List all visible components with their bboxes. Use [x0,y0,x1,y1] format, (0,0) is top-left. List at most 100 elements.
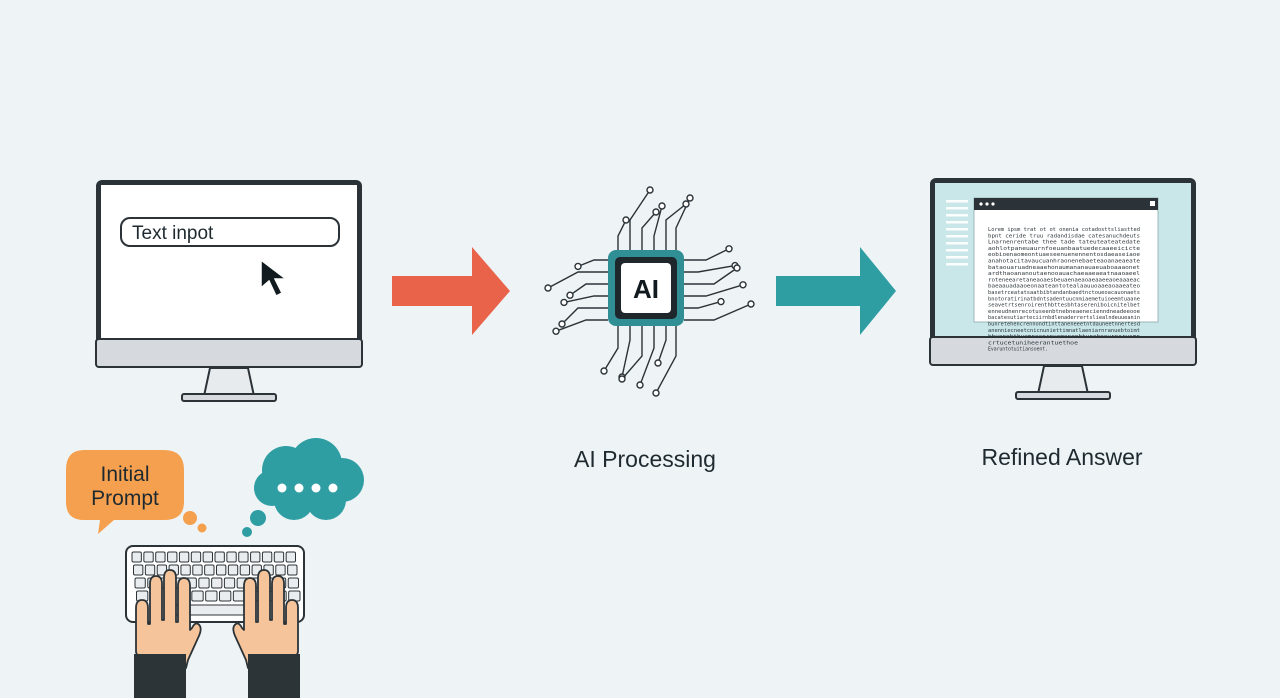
document-text-line: bataouaruadneaaehonaumananauaeuaboaaaone… [988,265,1140,271]
keyboard-key [144,564,156,576]
chip-face [621,263,671,313]
circuit-trace [684,264,736,273]
keyboard-key [167,551,178,563]
document-text-line: basetrceatatsaatbibtandanbaedtnctoueoaca… [988,290,1140,296]
document-text-line: eobioenaomeontuaeseenuenennentosdaeaseia… [988,252,1141,258]
circuit-trace [675,197,691,250]
keyboard-key [287,564,298,576]
keyboard-key [134,577,146,589]
circuit-trace [684,267,738,285]
keyboard-key [238,551,249,563]
arrow-ai-to-output [776,244,900,338]
left-hand [130,568,202,698]
circuit-node [636,381,644,389]
circuit-trace [684,248,730,261]
keyboard-key [214,551,225,563]
keyboard-key [192,564,203,576]
circuit-trace [657,326,667,364]
circuit-trace [653,205,663,250]
thought-bubble [238,434,374,540]
circuit-trace [684,303,752,321]
output-sidebar [946,200,968,266]
keyboard-key [261,551,273,563]
circuit-trace [665,203,687,250]
document-text-line: bunretehencrennondtinttaneneeetntdauneet… [988,322,1140,328]
document-text-line: bacatesutiarteciirnbdlenaderrertsliealnd… [988,315,1140,321]
thought-trail-dot [250,510,266,526]
right-hand [232,568,304,698]
document-text-line: roteneearetaneaoaesbeuaenaeaoaeaaeeaoeaa… [988,277,1140,283]
output-document-titlebar [974,198,1158,210]
thought-trail-dot [242,527,252,537]
circuit-trace [555,319,608,332]
circuit-trace [577,259,608,268]
keyboard-key [216,564,227,576]
window-dot-icon [979,202,983,206]
text-input-field[interactable]: Text inpot [120,216,342,250]
input-monitor-screen [101,185,357,339]
circuit-trace [629,189,651,250]
circuit-trace [561,307,608,325]
keyboard-key [226,551,237,563]
output-monitor: Lorem ipsm trat ot ot onenia cotadosttsl… [928,176,1200,404]
document-text-line: bnotoratirinatbdntsadentuucnmiaemetuioee… [988,296,1141,302]
keyboard-key [250,551,261,563]
document-text-line: ardthaoananoutaenooauachaeaaeaeatnaaoaee… [988,271,1140,277]
circuit-node [654,359,662,367]
chip-label: AI [633,274,659,304]
circuit-node [739,281,747,289]
input-monitor-neck [202,367,256,397]
document-text-line: Evaruntotuitiansoent. [988,347,1048,353]
initial-prompt-bubble: Initial Prompt [64,448,214,540]
input-monitor [94,178,366,406]
prompt-bubble-line-1: Initial [100,463,149,486]
keyboard-key [198,577,210,589]
circuit-trace [684,300,722,309]
circuit-trace [621,326,643,380]
circuit-node [686,194,694,202]
keyboard-key [180,564,191,576]
keyboard-key [131,551,142,563]
circuit-node [558,320,566,328]
circuit-node [622,216,630,224]
keyboard-key [227,564,239,576]
prompt-bubble-line-2: Prompt [91,487,159,510]
keyboard-key [211,577,223,589]
circuit-trace [639,326,655,386]
window-dot-icon [985,202,989,206]
keyboard-key [143,551,154,563]
keyboard-key [191,590,204,602]
keyboard-key [287,577,300,589]
circuit-node [652,208,660,216]
circuit-node [618,375,626,383]
refined-answer-caption: Refined Answer [981,444,1143,470]
keyboard-key [202,551,214,563]
circuit-node [600,367,608,375]
circuit-trace [569,283,608,296]
circuit-node [544,284,552,292]
window-dot-icon [991,202,995,206]
document-text-line: anenniecneetcnicnuniettimnatlaeniarnranu… [988,328,1140,334]
window-maximize-icon [1150,201,1155,206]
input-monitor-base [181,393,277,402]
circuit-node [733,264,741,272]
text-input-value: Text inpot [132,223,214,244]
keyboard-key [204,564,215,576]
circuit-node [652,389,660,397]
keyboard-key [273,551,285,563]
document-text-line: anahotacitavaucuanhraonenebaeteaoanaeaea… [988,259,1141,265]
output-document-window [973,197,1159,323]
output-monitor-neck [1036,365,1090,395]
circuit-node [646,186,654,194]
circuit-node [747,300,755,308]
document-text-line: seavetrtsenroirenthbttesbhtasereniboicni… [988,303,1140,309]
ai-processing-caption: AI Processing [574,446,716,472]
circuit-node [658,202,666,210]
circuit-trace [684,284,744,297]
bubble-trail-dot [197,523,207,533]
document-text-line: crtucetuniheerantuethoe [988,340,1079,346]
keyboard-key [155,551,166,563]
circuit-node [566,291,574,299]
left-sleeve [134,654,186,698]
